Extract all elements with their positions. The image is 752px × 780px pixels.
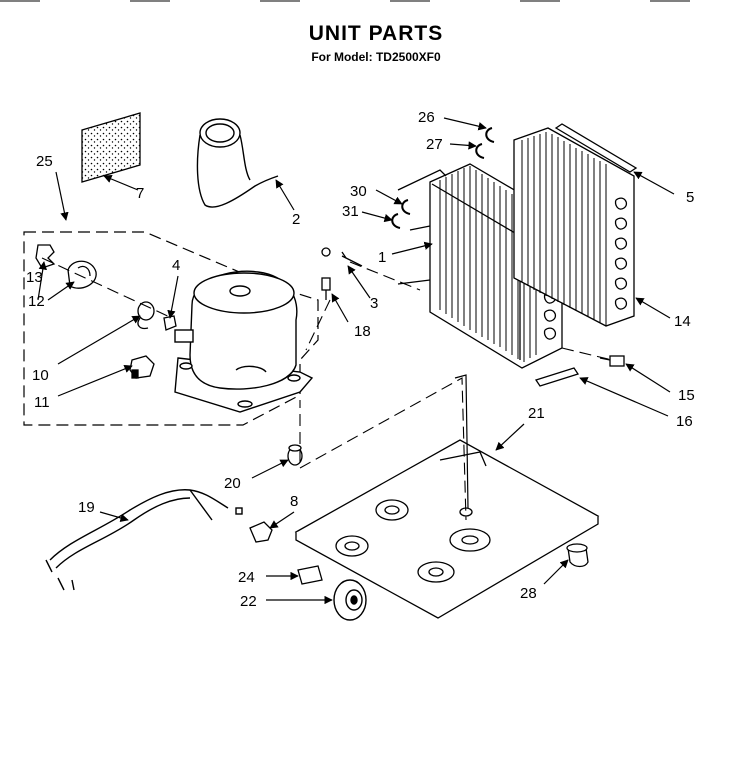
filter-pad-part <box>81 112 141 183</box>
callout-21: 21 <box>528 405 545 422</box>
callout-30: 30 <box>350 183 367 200</box>
callout-16: 16 <box>676 413 693 430</box>
model-subtitle: For Model: TD2500XF0 <box>311 50 441 64</box>
drain-tube <box>454 374 469 509</box>
axle-part <box>297 565 323 585</box>
seal-strip-part <box>554 123 638 173</box>
callout-13: 13 <box>26 269 43 286</box>
callout-5: 5 <box>686 189 694 206</box>
callout-11: 11 <box>34 394 50 411</box>
evaporator-fins <box>521 132 607 326</box>
page-title: UNIT PARTS <box>308 22 444 45</box>
callout-2: 2 <box>292 211 300 228</box>
coiled-tube-part <box>196 118 279 208</box>
callout-31: 31 <box>342 203 359 220</box>
callout-12: 12 <box>28 293 45 310</box>
callout-4: 4 <box>172 257 180 274</box>
terminal-cover-part <box>67 260 97 289</box>
callout-7: 7 <box>136 185 144 202</box>
evaporator-part <box>513 127 635 327</box>
assembly-guide-lines <box>41 257 613 521</box>
callout-10: 10 <box>32 367 49 384</box>
callout-3: 3 <box>370 295 378 312</box>
callout-8: 8 <box>290 493 298 510</box>
callout-15: 15 <box>678 387 695 404</box>
relay-part <box>129 355 155 379</box>
base-pan-part <box>294 439 600 619</box>
grommet-part <box>287 444 303 466</box>
compressor-part <box>174 270 314 413</box>
screw-part <box>321 247 363 300</box>
wire-harness-part <box>45 489 243 591</box>
clip-part <box>35 244 56 269</box>
foot-part <box>566 543 589 568</box>
callout-leaders <box>37 117 675 605</box>
evaporator-tube-ends <box>614 197 628 310</box>
callout-19: 19 <box>78 499 95 516</box>
compressor-assembly-boundary <box>23 231 319 426</box>
callout-24: 24 <box>238 569 255 586</box>
callout-14: 14 <box>674 313 691 330</box>
callout-25: 25 <box>36 153 53 170</box>
callout-1: 1 <box>378 249 386 266</box>
callout-labels: 1 2 3 4 5 7 8 10 11 12 13 14 15 16 18 19… <box>26 109 695 610</box>
wheel-part <box>333 579 367 621</box>
callout-20: 20 <box>224 475 241 492</box>
bottom-seal-strip-part <box>534 367 580 387</box>
callout-22: 22 <box>240 593 257 610</box>
clamp-part <box>249 521 273 543</box>
terminal-clip-part <box>163 315 177 331</box>
callout-18: 18 <box>354 323 371 340</box>
callout-26: 26 <box>418 109 435 126</box>
callout-27: 27 <box>426 136 443 153</box>
callout-28: 28 <box>520 585 537 602</box>
